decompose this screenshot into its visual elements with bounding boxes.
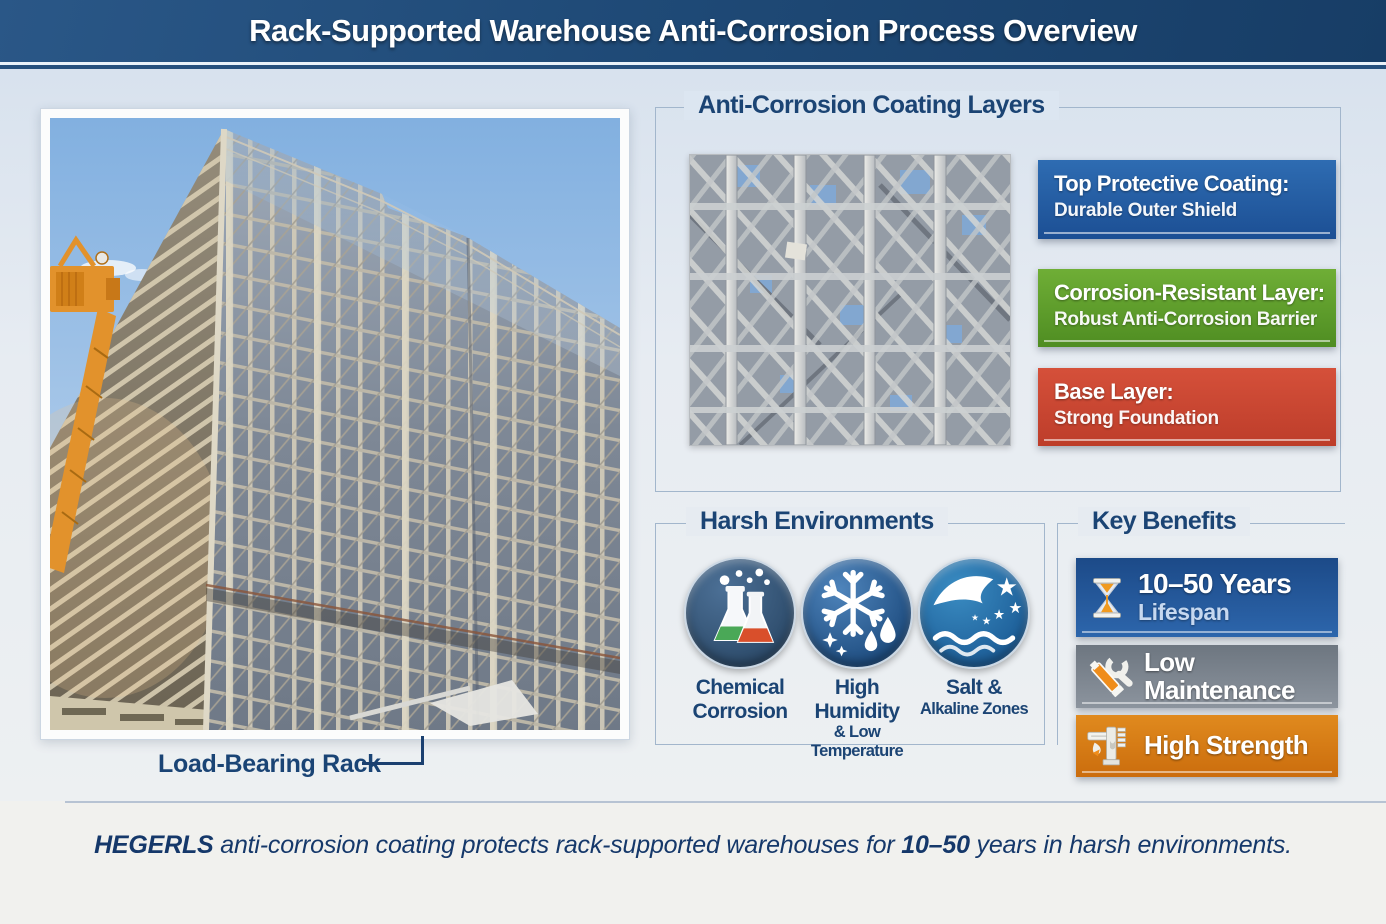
layer-desc: Durable Outer Shield — [1054, 200, 1237, 221]
sea-waves-stars-icon: ★ ★ ★ ★ ★ — [932, 573, 1023, 657]
layer-name: Base Layer: — [1054, 379, 1174, 404]
caption-connector-horizontal — [362, 762, 424, 765]
svg-text:★: ★ — [982, 616, 992, 628]
page-title: Rack-Supported Warehouse Anti-Corrosion … — [249, 13, 1137, 48]
rack-left-face — [0, 129, 225, 730]
harsh-panel-title: Harsh Environments — [686, 507, 948, 536]
footer-divider-line — [65, 801, 1386, 803]
page-background-bottom — [0, 801, 1386, 924]
hourglass-icon — [1086, 568, 1128, 628]
coating-panel-title: Anti-Corrosion Coating Layers — [684, 91, 1059, 120]
svg-text:★: ★ — [993, 607, 1005, 623]
footer-tagline: HEGERLS anti-corrosion coating protects … — [94, 831, 1292, 859]
snowflake-droplets-icon — [803, 559, 896, 657]
maintenance-wrench-icon — [1086, 651, 1134, 703]
closeup-columns — [725, 155, 947, 445]
clamp-tool-icon — [1086, 720, 1134, 772]
coating-layer-base: Base Layer: Strong Foundation — [1038, 368, 1336, 446]
key-benefits-panel: Key Benefits 10–50 Years Lifespan — [1057, 507, 1345, 777]
benefit-strength: High Strength — [1076, 715, 1338, 777]
benefit-lifespan: 10–50 Years Lifespan — [1076, 558, 1338, 637]
crane — [44, 235, 120, 573]
years-highlight: 10–50 — [901, 831, 970, 859]
harsh-label-humidity: High Humidity & Low Temperature — [810, 676, 904, 760]
rack-closeup-photo — [689, 154, 1011, 446]
caption-connector-vertical — [421, 736, 424, 765]
layer-desc: Strong Foundation — [1054, 408, 1219, 429]
bracket-plate — [784, 241, 808, 261]
salt-alkaline-badge: ★ ★ ★ ★ ★ — [918, 557, 1030, 669]
warehouse-photo-illustration — [0, 118, 621, 731]
harsh-label-salt: Salt & Alkaline Zones — [919, 676, 1029, 718]
layer-name: Top Protective Coating: — [1054, 171, 1290, 196]
coating-layer-top: Top Protective Coating: Durable Outer Sh… — [1038, 160, 1336, 239]
chemical-flasks-icon — [713, 568, 775, 643]
closeup-beams — [690, 203, 1010, 413]
rack-front-face — [203, 128, 621, 731]
svg-text:★: ★ — [1009, 599, 1023, 617]
layer-name: Corrosion-Resistant Layer: — [1054, 280, 1325, 305]
chemical-corrosion-badge — [684, 557, 796, 669]
benefits-panel-title: Key Benefits — [1078, 507, 1251, 536]
coating-layers-panel: Anti-Corrosion Coating Layers — [655, 91, 1341, 492]
humidity-temperature-badge — [801, 557, 913, 669]
benefit-subtitle: Lifespan — [1138, 599, 1230, 626]
coating-layer-middle: Corrosion-Resistant Layer: Robust Anti-C… — [1038, 269, 1336, 347]
header-divider-dark — [0, 65, 1386, 69]
photo-caption: Load-Bearing Rack — [158, 750, 381, 778]
benefit-title: High Strength — [1144, 730, 1309, 761]
header-banner: Rack-Supported Warehouse Anti-Corrosion … — [0, 0, 1386, 62]
harsh-label-chemical: Chemical Corrosion — [692, 676, 789, 723]
warehouse-photo — [0, 108, 630, 740]
benefit-title: Low Maintenance — [1144, 647, 1295, 705]
harsh-environments-panel: Harsh Environments — [655, 507, 1045, 760]
svg-text:★: ★ — [996, 573, 1018, 602]
benefit-maintenance: Low Maintenance — [1076, 645, 1338, 708]
benefit-title: 10–50 Years — [1138, 567, 1292, 599]
svg-text:★: ★ — [971, 614, 979, 624]
header-divider-light — [0, 62, 1386, 65]
layer-desc: Robust Anti-Corrosion Barrier — [1054, 309, 1317, 330]
brand-name: HEGERLS — [94, 831, 214, 859]
rack-closeup-illustration — [690, 155, 1010, 445]
